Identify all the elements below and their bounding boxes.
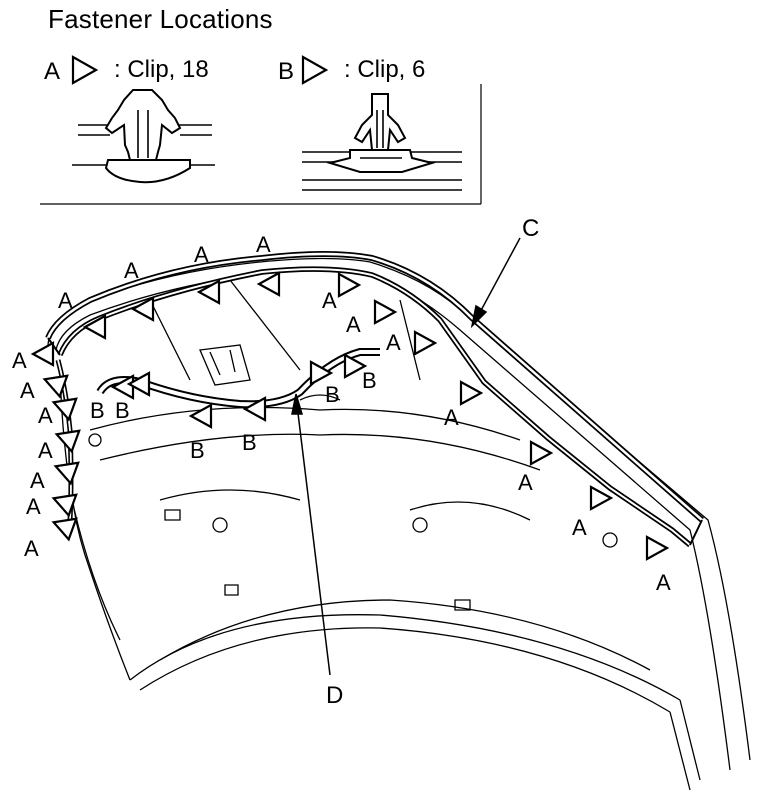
clip-b-label: B <box>242 430 257 455</box>
clip-a-label: A <box>58 288 73 313</box>
diagram-title: Fastener Locations <box>48 4 273 34</box>
clip-b-label: B <box>115 398 130 423</box>
legend-a-letter: A <box>44 58 61 85</box>
clip-b-label: B <box>325 382 340 407</box>
clip-a-marker-icon <box>82 314 107 340</box>
clip-a-marker-icon <box>589 485 614 511</box>
legend-frame <box>40 84 482 205</box>
clip-a-marker-icon <box>53 461 80 486</box>
callout-leaders <box>291 237 521 676</box>
clip-a-label: A <box>194 242 209 267</box>
clip-a-marker-icon <box>373 299 398 325</box>
clip-b-label: B <box>90 398 105 423</box>
clip-a-label: A <box>346 312 361 337</box>
clip-a-label: A <box>386 330 401 355</box>
clip-a-marker-icon <box>413 330 438 356</box>
clip-b-label: B <box>362 368 377 393</box>
clip-a-label: A <box>656 570 671 595</box>
clip-a-label: A <box>444 405 459 430</box>
legend-b-letter: B <box>278 58 295 85</box>
clip-a-marker-icon <box>42 374 69 399</box>
clip-a-label: A <box>12 348 27 373</box>
callout-d-label: D <box>326 682 343 709</box>
clip-a-marker-icon <box>51 493 78 518</box>
clip-a-label: A <box>572 515 587 540</box>
clip-a-label: A <box>24 536 39 561</box>
clip-b-marker-icon <box>188 403 213 429</box>
clip-a-label: A <box>30 468 45 493</box>
clip-a-detail <box>72 89 215 184</box>
clip-a-label: A <box>20 378 35 403</box>
clip-a-label: A <box>256 232 271 257</box>
clip-a-marker-icon <box>337 272 362 298</box>
legend-b-text: : Clip, 6 <box>344 56 426 83</box>
clip-b-marker-icon <box>126 371 151 397</box>
clip-a-marker-icon <box>51 517 78 542</box>
clip-a-marker-icon <box>459 380 484 406</box>
clip-a-marker-icon <box>51 397 78 422</box>
clip-a-label: A <box>38 438 53 463</box>
clip-b-marker-icon <box>242 396 267 422</box>
clip-a-marker-icon <box>130 296 155 322</box>
clip-a-label: A <box>38 403 53 428</box>
clip-a-marker-icon <box>256 271 281 297</box>
clip-a-marker-icon <box>529 440 554 466</box>
clip-a-marker-icon <box>645 535 670 561</box>
callout-c-label: C <box>522 215 539 242</box>
clip-a-marker-icon <box>30 341 55 367</box>
clip-a-label: A <box>124 258 139 283</box>
clip-a-label: A <box>322 288 337 313</box>
clip-a-label: A <box>518 470 533 495</box>
clip-a-marker-icon <box>54 429 81 454</box>
legend-a-text: : Clip, 18 <box>114 56 209 83</box>
clip-a-label: A <box>26 494 41 519</box>
clip-b-marker-icon <box>309 360 334 386</box>
clip-b-label: B <box>190 438 205 463</box>
clip-b-detail <box>302 93 462 191</box>
clip-b-marker-icon <box>343 353 368 379</box>
clip-a-marker-icon <box>196 279 221 305</box>
